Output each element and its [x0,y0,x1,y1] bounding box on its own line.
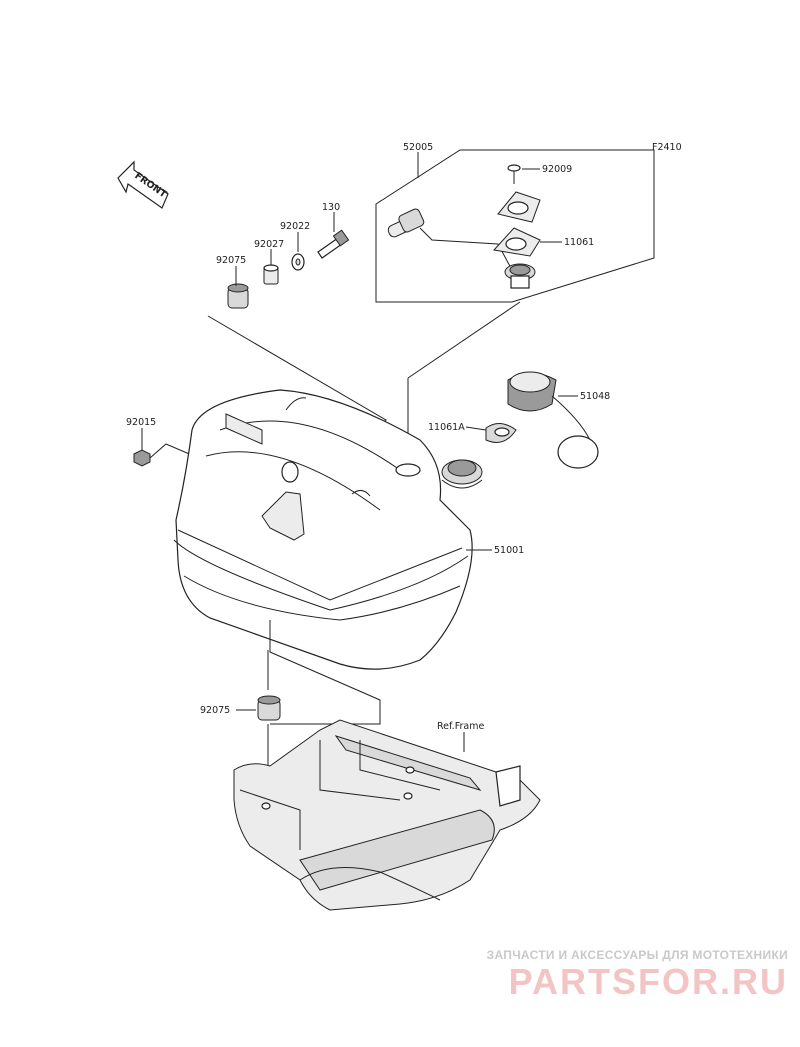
label-92027[interactable]: 92027 [254,239,284,250]
label-51001[interactable]: 51001 [494,545,524,556]
front-arrow-icon: FRONT [117,160,169,209]
label-ref-frame[interactable]: Ref.Frame [437,721,484,732]
gasket-icon [493,227,541,257]
label-51048[interactable]: 51048 [580,391,610,402]
label-92022[interactable]: 92022 [280,221,310,232]
watermark-subtitle: ЗАПЧАСТИ И АКСЕССУАРЫ ДЛЯ МОТОТЕХНИКИ [486,948,788,962]
fuel-sender-assembly-group: 52005 92009 11061 [375,142,655,303]
rubber-damper-bottom-icon [257,695,281,721]
cap-gasket-icon [485,423,517,443]
label-92009[interactable]: 92009 [542,164,572,175]
watermark: ЗАПЧАСТИ И АКСЕССУАРЫ ДЛЯ МОТОТЕХНИКИ PA… [458,948,788,1002]
rubber-damper-icon [227,283,249,309]
label-11061A[interactable]: 11061A [428,422,465,433]
label-130[interactable]: 130 [322,202,340,213]
label-92075-top[interactable]: 92075 [216,255,246,266]
screw-icon [507,164,521,184]
watermark-logo: PARTSFOR.RU [508,961,788,1002]
label-92075-bottom[interactable]: 92075 [200,705,230,716]
washer-icon [291,253,305,271]
label-52005[interactable]: 52005 [403,142,433,153]
sender-head-icon [504,263,536,289]
collar-icon [263,264,279,285]
sender-float-icon [387,208,513,271]
bolt-icon [317,229,350,259]
label-11061[interactable]: 11061 [564,237,594,248]
frame-reference-icon [233,719,541,911]
fuel-cap-icon [507,371,599,469]
nut-icon [133,449,151,467]
figure-code: F2410 [652,142,682,153]
fuel-tank-icon [173,389,483,670]
retainer-plate-icon [497,191,541,223]
label-92015[interactable]: 92015 [126,417,156,428]
